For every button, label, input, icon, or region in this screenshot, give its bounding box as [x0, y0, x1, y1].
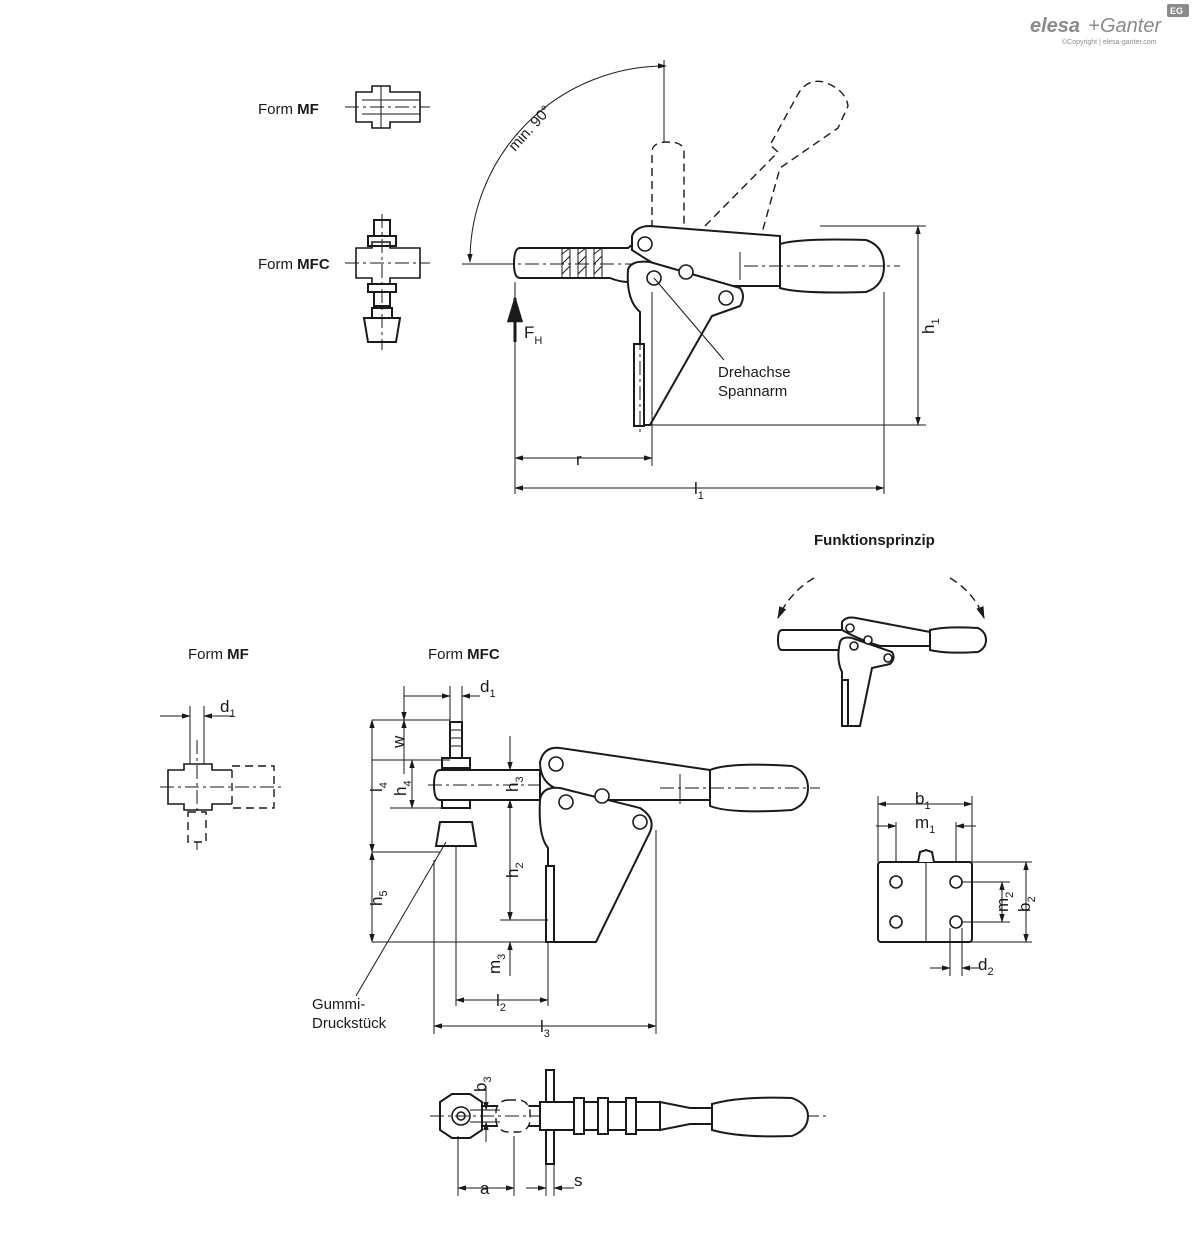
side-dim-h2-sub: 2: [514, 862, 526, 868]
side-dim-h4-sub: 4: [402, 780, 414, 786]
top-form-mfc-detail: Form MFC: [258, 214, 430, 350]
brand-name-b: Ganter: [1100, 15, 1162, 37]
svg-text:l2: l2: [496, 991, 506, 1014]
top-form-mfc-code: MFC: [297, 256, 330, 273]
svg-text:Form MF: Form MF: [188, 646, 249, 663]
plate-dim-m1-sub: 1: [929, 824, 935, 836]
plate-dim-m2: m: [993, 898, 1012, 912]
side-dim-h3: h: [503, 783, 522, 792]
side-dim-d1a-sub: 1: [229, 708, 235, 720]
svg-text:Form MFC: Form MFC: [428, 646, 500, 663]
top-form-mfc-prefix: Form: [258, 256, 297, 273]
function-principle: Funktionsprinzip: [776, 532, 988, 727]
plate-dim-b1: b: [915, 789, 924, 808]
side-form-mf-code: MF: [227, 646, 249, 663]
side-dim-h2: h: [503, 869, 522, 878]
svg-text:m3: m3: [485, 954, 508, 974]
top-force-sub: H: [534, 335, 542, 347]
svg-text:d1: d1: [220, 697, 236, 720]
brand-copyright: ©Copyright | elesa-ganter.com: [1062, 38, 1157, 46]
top-force-label: F: [524, 323, 534, 342]
side-dim-h3-sub: 3: [514, 776, 526, 782]
plan-dim-a: a: [480, 1179, 490, 1198]
side-dim-d1a: d: [220, 697, 229, 716]
svg-text:h3: h3: [503, 776, 526, 792]
side-dim-m3: m: [485, 960, 504, 974]
top-dim-l1-sub: 1: [698, 490, 704, 502]
svg-text:Form MFC: Form MFC: [258, 256, 330, 273]
top-dim-l1: l: [694, 479, 698, 498]
plan-dim-b3-sub: 3: [482, 1076, 494, 1082]
svg-text:b1: b1: [915, 789, 931, 812]
svg-text:l4: l4: [367, 782, 390, 792]
plan-dim-s: s: [574, 1171, 583, 1190]
side-dim-h5-sub: 5: [378, 890, 390, 896]
plate-dim-m1: m: [915, 813, 929, 832]
svg-text:l3: l3: [540, 1017, 550, 1040]
top-dim-r: r: [576, 450, 582, 469]
plate-dim-b2-sub: 2: [1026, 896, 1038, 902]
side-form-mf-prefix: Form: [188, 646, 227, 663]
side-form-mfc-code: MFC: [467, 646, 500, 663]
side-rubber-label-2: Druckstück: [312, 1015, 387, 1032]
brand-badge: EG: [1170, 6, 1183, 16]
side-dim-h5: h: [367, 897, 386, 906]
svg-text:m1: m1: [915, 813, 935, 836]
side-dim-l2-sub: 2: [500, 1002, 506, 1014]
plate-dim-d2-sub: 2: [987, 966, 993, 978]
side-dim-l3-sub: 3: [544, 1028, 550, 1040]
side-dim-d1b-sub: 1: [489, 688, 495, 700]
principle-title: Funktionsprinzip: [814, 532, 935, 549]
side-form-mfc-prefix: Form: [428, 646, 467, 663]
plate-dim-b2: b: [1015, 903, 1034, 912]
svg-text:FH: FH: [524, 323, 542, 347]
base-plate-drawing: b1 m1 m2 b2 d2: [876, 789, 1038, 978]
side-dim-l4-sub: 4: [378, 782, 390, 788]
side-dim-l4: l: [367, 788, 386, 792]
plate-dim-b1-sub: 1: [924, 800, 930, 812]
brand-badge-shape: [1167, 4, 1189, 17]
side-dim-m3-sub: 3: [496, 954, 508, 960]
side-rubber-label-1: Gummi-: [312, 996, 365, 1013]
brand-logo: elesa + Ganter EG ©Copyright | elesa-gan…: [1030, 4, 1189, 46]
plate-dim-d2: d: [978, 955, 987, 974]
top-dim-h1: h: [919, 325, 938, 334]
side-dim-w: w: [389, 735, 408, 749]
svg-text:h5: h5: [367, 890, 390, 906]
svg-text:b3: b3: [471, 1076, 494, 1092]
top-dim-h1-sub: 1: [930, 318, 942, 324]
top-form-mf-code: MF: [297, 101, 319, 118]
top-form-mf-prefix: Form: [258, 101, 297, 118]
plate-dim-m2-sub: 2: [1004, 892, 1016, 898]
side-dim-d1b: d: [480, 677, 489, 696]
svg-text:l1: l1: [694, 479, 704, 502]
side-dim-l2: l: [496, 991, 500, 1010]
svg-text:m2: m2: [993, 892, 1016, 912]
side-form-mf-detail: Form MF d1: [160, 646, 282, 850]
side-clamp-drawing: Form MFC d1: [312, 646, 820, 1040]
svg-text:h1: h1: [919, 318, 942, 334]
svg-text:h4: h4: [391, 780, 414, 796]
svg-text:d2: d2: [978, 955, 994, 978]
svg-text:Form MF: Form MF: [258, 101, 319, 118]
top-axis-label-2: Spannarm: [718, 383, 787, 400]
plan-view-drawing: b3 a s: [430, 1069, 830, 1198]
side-dim-h4: h: [391, 787, 410, 796]
top-form-mf-detail: Form MF: [258, 85, 430, 129]
plan-dim-b3: b: [471, 1083, 490, 1092]
top-axis-label-1: Drehachse: [718, 364, 791, 381]
top-angle-label: min. 90°: [505, 102, 555, 154]
svg-text:h2: h2: [503, 862, 526, 878]
brand-plus: +: [1088, 15, 1100, 37]
top-clamp-drawing: min. 90° FH: [462, 60, 942, 502]
side-dim-l3: l: [540, 1017, 544, 1036]
brand-name-a: elesa: [1030, 15, 1080, 37]
svg-text:b2: b2: [1015, 896, 1038, 912]
svg-text:d1: d1: [480, 677, 496, 700]
